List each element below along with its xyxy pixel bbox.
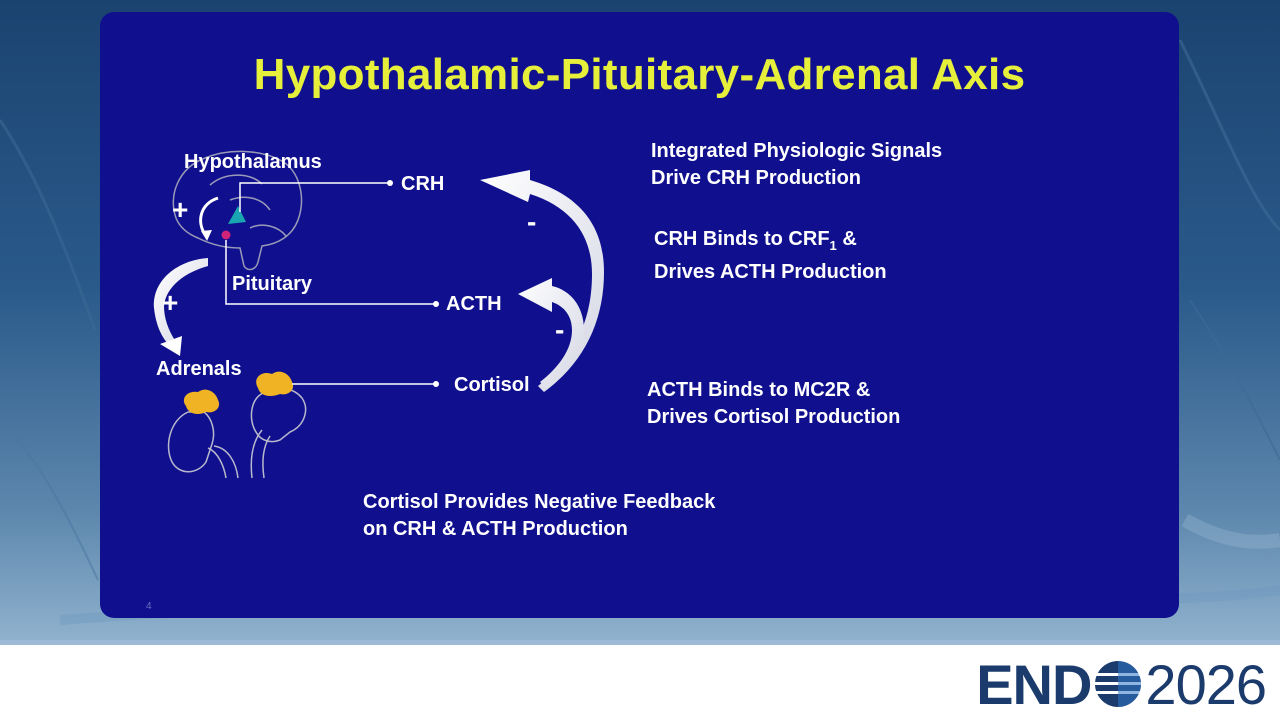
acth-connector: [225, 240, 436, 305]
slide-title: Hypothalamic-Pituitary-Adrenal Axis: [253, 50, 1026, 99]
page-number: 4: [146, 601, 152, 612]
label-adrenals: Adrenals: [156, 358, 242, 380]
left-adrenal-gland: [183, 389, 220, 414]
sign-minus-crh: -: [527, 206, 537, 237]
desc-signals: Integrated Physiologic Signals Drive CRH…: [651, 138, 942, 192]
kidneys-illustration: [167, 387, 307, 479]
pituitary-marker: [221, 230, 231, 240]
desc-cortisol-feedback-line1: Cortisol Provides Negative Feedback: [363, 491, 716, 513]
feedback-arrow-acth: [518, 278, 584, 388]
sign-minus-acth: -: [555, 314, 565, 345]
desc-crh-binds: CRH Binds to CRF1 & Drives ACTH Producti…: [654, 226, 887, 286]
hypothalamus-marker: [228, 206, 246, 224]
desc-acth-binds-line1: ACTH Binds to MC2R &: [647, 379, 871, 401]
footer-band-separator: [0, 645, 1280, 649]
label-crh: CRH: [401, 173, 445, 195]
brain-illustration: [172, 150, 303, 271]
logo-year-text: 2026: [1145, 652, 1267, 716]
crh-connector: [239, 182, 390, 212]
desc-signals-line1: Integrated Physiologic Signals: [651, 140, 943, 162]
desc-crh-binds-prefix: CRH Binds to CRF: [654, 228, 830, 250]
footer-band-top: [0, 640, 1280, 645]
desc-acth-binds: ACTH Binds to MC2R & Drives Cortisol Pro…: [647, 377, 900, 431]
label-cortisol: Cortisol: [454, 374, 530, 396]
desc-crh-binds-line2: Drives ACTH Production: [654, 261, 887, 283]
slide-panel: Hypothalamic-Pituitary-Adrenal Axis 4: [100, 12, 1179, 618]
footer-band: [0, 649, 1280, 720]
endo-logo: END 2026: [976, 652, 1267, 716]
right-adrenal-gland: [256, 371, 294, 396]
globe-icon: [1095, 661, 1142, 707]
hpa-diagram: [153, 150, 604, 479]
desc-signals-line2: Drive CRH Production: [651, 167, 862, 189]
desc-cortisol-feedback-line2: on CRH & ACTH Production: [363, 518, 628, 540]
sign-plus-adrenals: +: [162, 287, 179, 318]
label-hypothalamus: Hypothalamus: [184, 151, 322, 173]
logo-end-text: END: [976, 652, 1092, 716]
pituitary-adrenals-arrow: [153, 258, 208, 346]
desc-acth-binds-line2: Drives Cortisol Production: [647, 406, 901, 428]
desc-cortisol-feedback: Cortisol Provides Negative Feedback on C…: [363, 489, 715, 543]
sign-plus-hypothalamus: +: [172, 194, 189, 225]
label-acth: ACTH: [446, 293, 502, 315]
desc-crh-binds-line1: CRH Binds to CRF1 &: [654, 226, 887, 259]
label-pituitary: Pituitary: [232, 273, 313, 295]
desc-crh-binds-suffix: &: [836, 228, 857, 250]
desc-crh-binds-subscript: 1: [829, 238, 837, 253]
feedback-arrow-crh: [480, 170, 604, 392]
